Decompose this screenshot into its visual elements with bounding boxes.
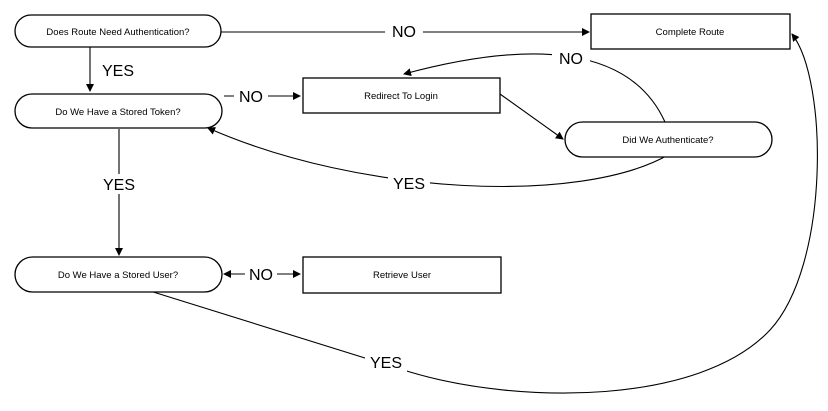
edge-auth-yes: YES — [86, 47, 134, 92]
node-complete-route-label: Complete Route — [656, 27, 725, 38]
edge-token-no: NO — [224, 86, 301, 106]
node-complete-route: Complete Route — [590, 13, 791, 50]
node-stored-token: Do We Have a Stored Token? — [14, 93, 223, 129]
edge-label-authenticated-yes: YES — [393, 176, 425, 193]
node-stored-user: Do We Have a Stored User? — [14, 256, 223, 293]
node-redirect-login: Redirect To Login — [302, 77, 501, 114]
node-needs-auth: Does Route Need Authentication? — [14, 14, 222, 48]
edge-label-authenticated-no: NO — [559, 51, 583, 68]
node-redirect-login-label: Redirect To Login — [364, 91, 438, 102]
edge-label-user-no: NO — [249, 267, 273, 284]
node-retrieve-user-label: Retrieve User — [373, 270, 431, 281]
node-did-authenticate-label: Did We Authenticate? — [622, 135, 713, 146]
edge-label-auth-yes: YES — [102, 63, 134, 80]
edge-label-token-no: NO — [239, 89, 263, 106]
edge-authenticated-yes: YES — [207, 127, 669, 194]
edge-token-yes: YES — [99, 129, 139, 256]
node-stored-user-label: Do We Have a Stored User? — [58, 270, 178, 281]
node-retrieve-user: Retrieve User — [302, 256, 502, 294]
edge-auth-no: NO — [221, 22, 590, 42]
node-did-authenticate: Did We Authenticate? — [564, 121, 773, 158]
edge-label-user-yes: YES — [370, 355, 402, 372]
edge-login-to-authenticate — [499, 93, 564, 140]
node-stored-token-label: Do We Have a Stored Token? — [55, 107, 180, 118]
edge-user-yes: YES — [149, 33, 818, 394]
edge-label-token-yes: YES — [103, 177, 135, 194]
edge-user-no: NO — [223, 267, 301, 284]
edge-label-auth-no: NO — [392, 24, 416, 41]
edge-authenticated-no: NO — [403, 48, 666, 123]
node-needs-auth-label: Does Route Need Authentication? — [46, 27, 189, 38]
